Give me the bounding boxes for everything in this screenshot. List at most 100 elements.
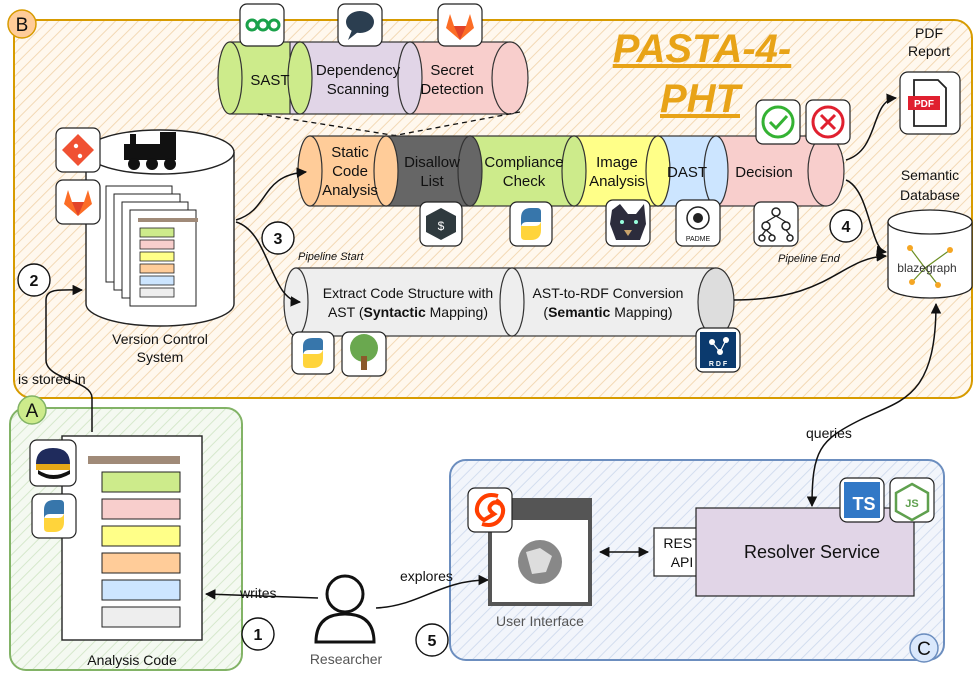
- bash-icon: $: [419, 201, 463, 247]
- title-line-1: PASTA-4-: [613, 27, 792, 71]
- svelte-icon: [467, 487, 513, 533]
- arrow-decision-to-pdf: [845, 93, 898, 161]
- semantic-pipeline: [283, 267, 735, 337]
- analysis-code-document: [61, 435, 203, 641]
- rest-label-1: REST: [663, 535, 701, 551]
- secret-label-1: Secret: [430, 62, 474, 79]
- step-1-badge: [241, 617, 275, 651]
- static-label-3: Analysis: [322, 182, 378, 199]
- queries-label: queries: [806, 425, 852, 441]
- arrow-vcs-to-pipeline: [235, 167, 308, 221]
- pdf-label-2: Report: [908, 43, 950, 59]
- python-icon-code: [31, 493, 77, 539]
- extract-label-1: Extract Code Structure with: [323, 285, 493, 301]
- tree-icon: [753, 201, 799, 247]
- dependency-label-1: Dependency: [316, 62, 401, 79]
- disallow-label-2: List: [420, 173, 444, 190]
- step-3-label: 3: [274, 231, 283, 248]
- pdf-badge: PDF: [914, 99, 934, 110]
- pdf-label-1: PDF: [915, 25, 943, 41]
- nodejs-icon: JS: [889, 477, 935, 523]
- compliance-label-2: Check: [503, 173, 546, 190]
- dashed-connector-left: [257, 113, 399, 137]
- svg-text:JS: JS: [905, 498, 918, 510]
- pipeline-end-label: Pipeline End: [778, 253, 841, 265]
- pdf-report-icon: PDF: [899, 71, 961, 135]
- sast-tool-icon: [239, 3, 285, 47]
- step-5-badge: [415, 623, 449, 657]
- resolver-label: Resolver Service: [744, 542, 880, 562]
- dog-icon: [605, 199, 651, 247]
- step-4-label: 4: [842, 219, 851, 236]
- step-1-label: 1: [254, 627, 263, 644]
- step-2-badge: [17, 263, 51, 297]
- disallow-label-1: Disallow: [404, 154, 460, 171]
- static-label-1: Static: [331, 144, 369, 161]
- rest-label-2: API: [671, 554, 694, 570]
- train-icon: [124, 132, 176, 170]
- dast-label: DAST: [667, 164, 707, 181]
- padme-label: PADME: [686, 236, 711, 243]
- region-b-badge: [7, 9, 37, 39]
- code-documents: [105, 185, 198, 307]
- arrow-researcher-writes: [204, 589, 319, 600]
- python-icon-compliance: [509, 201, 553, 247]
- writes-label: writes: [239, 585, 277, 601]
- user-interface-label: User Interface: [496, 613, 584, 629]
- pipeline-start-label: Pipeline Start: [298, 251, 364, 263]
- semdb-label-2: Database: [900, 187, 960, 203]
- title-line-2: PHT: [660, 77, 744, 121]
- cross-icon: [805, 99, 851, 145]
- region-a-label: A: [26, 401, 39, 422]
- arrow-semantic-to-db: [733, 251, 888, 301]
- vcs-label-2: System: [137, 349, 184, 365]
- semdb-label-1: Semantic: [901, 167, 959, 183]
- blazegraph-logo: blazegraph: [897, 261, 956, 275]
- ts-label: TS: [852, 494, 875, 514]
- region-a-badge: [17, 395, 47, 425]
- tree-sitter-icon: [341, 331, 387, 377]
- conductor-cap-icon: [29, 439, 77, 487]
- image-label-2: Analysis: [589, 173, 645, 190]
- step-5-label: 5: [428, 633, 437, 650]
- dependency-chat-icon: [337, 3, 383, 47]
- python-icon-ast: [291, 331, 335, 375]
- decision-label: Decision: [735, 164, 793, 181]
- arrow-vcs-to-semantic: [235, 221, 302, 307]
- top-cylinder: [217, 41, 529, 115]
- padme-icon: PADME: [675, 199, 721, 247]
- check-icon: [755, 99, 801, 145]
- researcher-icon: [314, 574, 376, 644]
- arrow-decision-to-db: [845, 179, 888, 257]
- compliance-label-1: Compliance: [484, 154, 563, 171]
- svg-text:$: $: [438, 219, 445, 233]
- arrow-resolver-queries-db: [806, 302, 942, 508]
- vcs-label-1: Version Control: [112, 331, 208, 347]
- typescript-icon: TS: [839, 477, 885, 523]
- gitlab-icon-vcs: [55, 179, 101, 225]
- dependency-label-2: Scanning: [327, 81, 390, 98]
- dashed-connector-right: [391, 111, 521, 137]
- step-2-label: 2: [30, 273, 39, 290]
- sast-label: SAST: [250, 72, 289, 89]
- image-label-1: Image: [596, 154, 638, 171]
- extract-label-2: AST (Syntactic Mapping): [328, 304, 488, 320]
- analysis-code-label: Analysis Code: [87, 652, 177, 668]
- secret-label-2: Detection: [420, 81, 483, 98]
- semantic-database: [887, 209, 973, 299]
- is-stored-in-label: is stored in: [18, 371, 86, 387]
- resolver-service-box: [695, 507, 915, 597]
- researcher-label: Researcher: [310, 651, 383, 667]
- security-pipeline: [297, 135, 845, 207]
- explores-label: explores: [400, 568, 453, 584]
- git-icon: [55, 127, 101, 173]
- step-4-badge: [829, 209, 863, 243]
- ast-label-1: AST-to-RDF Conversion: [533, 285, 684, 301]
- region-c-badge: [909, 633, 939, 663]
- ast-label-2: (Semantic Mapping): [543, 304, 672, 320]
- region-b-label: B: [16, 15, 29, 36]
- rdf-icon: R D F: [695, 327, 741, 373]
- rdf-label: R D F: [709, 361, 728, 368]
